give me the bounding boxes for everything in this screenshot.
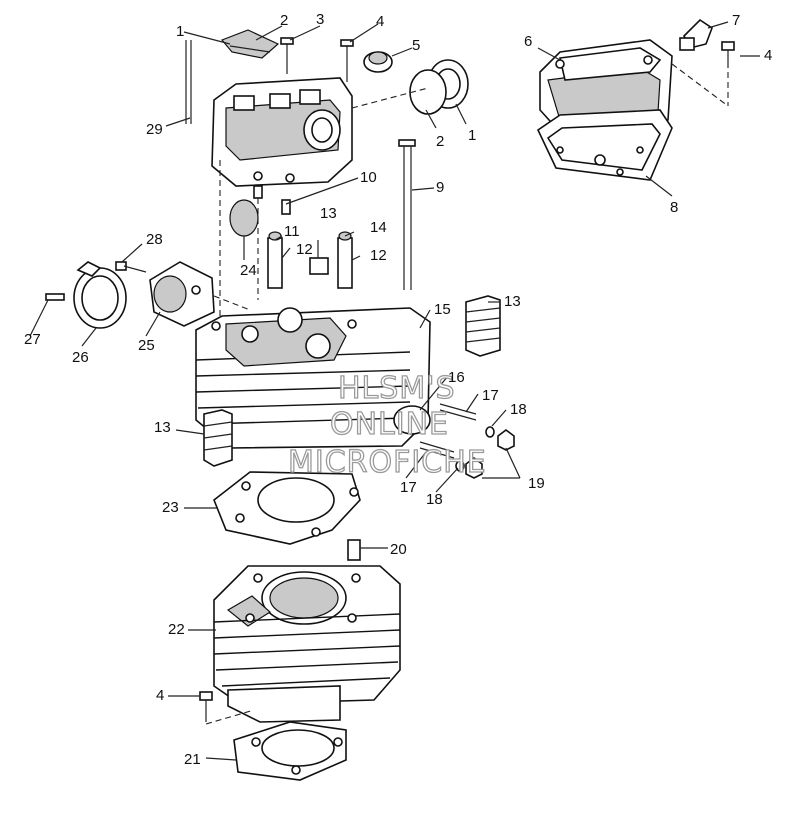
callout-2-cap: 2 xyxy=(436,133,444,150)
callout-29: 29 xyxy=(146,121,163,138)
callout-13-top: 13 xyxy=(320,205,337,222)
callout-15: 15 xyxy=(434,301,451,318)
intake-boot-and-clamp xyxy=(45,261,251,329)
watermark-line-3: MICROFICHE xyxy=(288,445,487,480)
callout-7: 7 xyxy=(732,12,740,29)
callout-18-lower: 18 xyxy=(426,491,443,508)
callout-17-upper: 17 xyxy=(482,387,499,404)
callout-2-top: 2 xyxy=(280,12,288,29)
valve-cover-assembly xyxy=(536,18,735,181)
callout-22: 22 xyxy=(168,621,185,638)
callout-4-right: 4 xyxy=(764,47,772,64)
callout-4-top: 4 xyxy=(376,13,384,30)
leader-lines xyxy=(29,21,760,761)
callout-12-left: 12 xyxy=(296,241,313,258)
watermark-line-2: ONLINE xyxy=(330,407,449,442)
callout-27: 27 xyxy=(24,331,41,348)
callout-9: 9 xyxy=(436,179,444,196)
head-gasket xyxy=(213,471,361,545)
cylinder-head xyxy=(195,199,431,449)
callout-14: 14 xyxy=(370,219,387,236)
callout-8: 8 xyxy=(670,199,678,216)
base-gasket xyxy=(233,721,347,781)
callout-10: 10 xyxy=(360,169,377,186)
callout-1-top: 1 xyxy=(176,23,184,40)
callout-11: 11 xyxy=(284,223,300,240)
dowel-pin xyxy=(347,539,361,561)
callout-25: 25 xyxy=(138,337,155,354)
callout-16: 16 xyxy=(448,369,465,386)
callout-13-right: 13 xyxy=(504,293,521,310)
callout-21: 21 xyxy=(184,751,201,768)
watermark-line-1: HLSM'S xyxy=(338,371,456,406)
callout-13-left: 13 xyxy=(154,419,171,436)
callout-20: 20 xyxy=(390,541,407,558)
cylinder xyxy=(199,565,401,725)
callout-1-cap: 1 xyxy=(468,127,476,144)
callout-26: 26 xyxy=(72,349,89,366)
exhaust-fasteners xyxy=(393,403,515,479)
callout-19: 19 xyxy=(528,475,545,492)
callout-24: 24 xyxy=(240,262,257,279)
rocker-housing xyxy=(185,29,469,320)
callout-23: 23 xyxy=(162,499,179,516)
callout-18-upper: 18 xyxy=(510,401,527,418)
callout-28: 28 xyxy=(146,231,163,248)
callout-3: 3 xyxy=(316,11,324,28)
callout-17-lower: 17 xyxy=(400,479,417,496)
long-stud-9 xyxy=(398,139,416,290)
watermark: HLSM'S ONLINE MICROFICHE xyxy=(287,370,487,480)
callout-numbers: 1 2 3 4 5 2 1 6 7 4 8 29 10 9 28 13 11 1… xyxy=(24,11,772,768)
callout-4-bottom: 4 xyxy=(156,687,164,704)
callout-6: 6 xyxy=(524,33,532,50)
rubber-dampers xyxy=(203,295,501,467)
callout-12-right: 12 xyxy=(370,247,387,264)
callout-5: 5 xyxy=(412,37,420,54)
